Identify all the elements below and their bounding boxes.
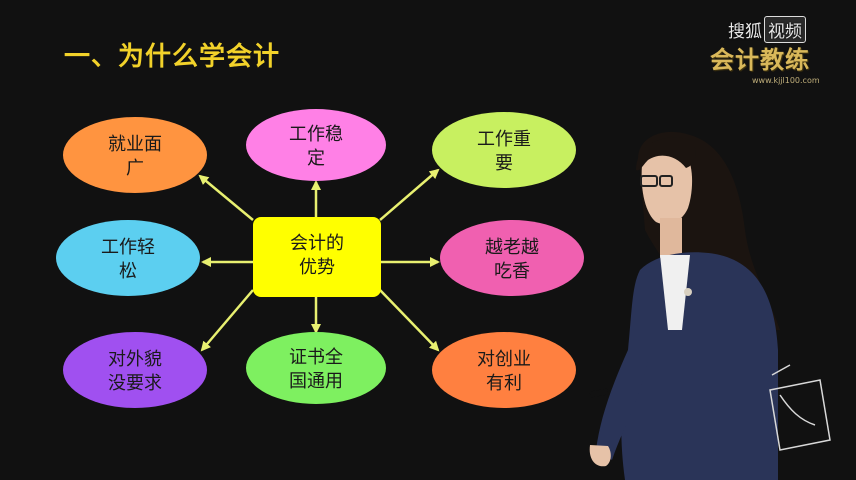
node-label-qingsong: 工作轻 — [101, 237, 155, 258]
node-chuangye — [432, 332, 576, 408]
node-label-jiuye: 广 — [126, 158, 144, 179]
node-jiuye — [63, 117, 207, 193]
node-label-wending: 工作稳 — [289, 124, 343, 145]
arrow-chuangye — [379, 289, 440, 352]
node-label-zhengshu: 国通用 — [289, 371, 343, 392]
center-node-label: 优势 — [299, 257, 335, 278]
node-label-chixiang: 吃香 — [494, 261, 530, 282]
node-zhengshu — [246, 332, 386, 404]
node-label-maoyao: 没要求 — [108, 373, 162, 394]
channel-watermark: 搜狐视频 会计教练 www.kjjl100.com — [700, 14, 840, 94]
node-qingsong — [56, 220, 200, 296]
node-label-zhongyao: 要 — [495, 153, 513, 174]
watermark-channel-tag: 视频 — [764, 16, 806, 43]
node-label-zhongyao: 工作重 — [477, 129, 531, 150]
node-zhongyao — [432, 112, 576, 188]
node-maoyao — [63, 332, 207, 408]
node-label-chixiang: 越老越 — [485, 237, 539, 258]
arrow-jiuye — [198, 174, 254, 221]
arrow-group — [198, 168, 440, 352]
watermark-channel: 搜狐视频 — [728, 16, 806, 43]
node-label-chuangye: 有利 — [486, 373, 522, 394]
center-node-label: 会计的 — [290, 233, 344, 254]
node-wending — [246, 109, 386, 181]
arrow-zhongyao — [379, 168, 440, 221]
watermark-url: www.kjjl100.com — [752, 76, 820, 85]
node-label-wending: 定 — [307, 148, 325, 169]
slide-title: 一、为什么学会计 — [64, 42, 281, 72]
watermark-brand: 会计教练 — [710, 45, 810, 74]
node-label-qingsong: 松 — [119, 261, 137, 282]
arrow-maoyao — [200, 289, 254, 352]
center-node — [253, 217, 381, 297]
node-label-chuangye: 对创业 — [477, 349, 531, 370]
node-label-zhengshu: 证书全 — [289, 347, 343, 368]
watermark-channel-name: 搜狐 — [728, 22, 762, 42]
node-label-jiuye: 就业面 — [108, 134, 162, 155]
node-label-maoyao: 对外貌 — [108, 349, 162, 370]
node-chixiang — [440, 220, 584, 296]
